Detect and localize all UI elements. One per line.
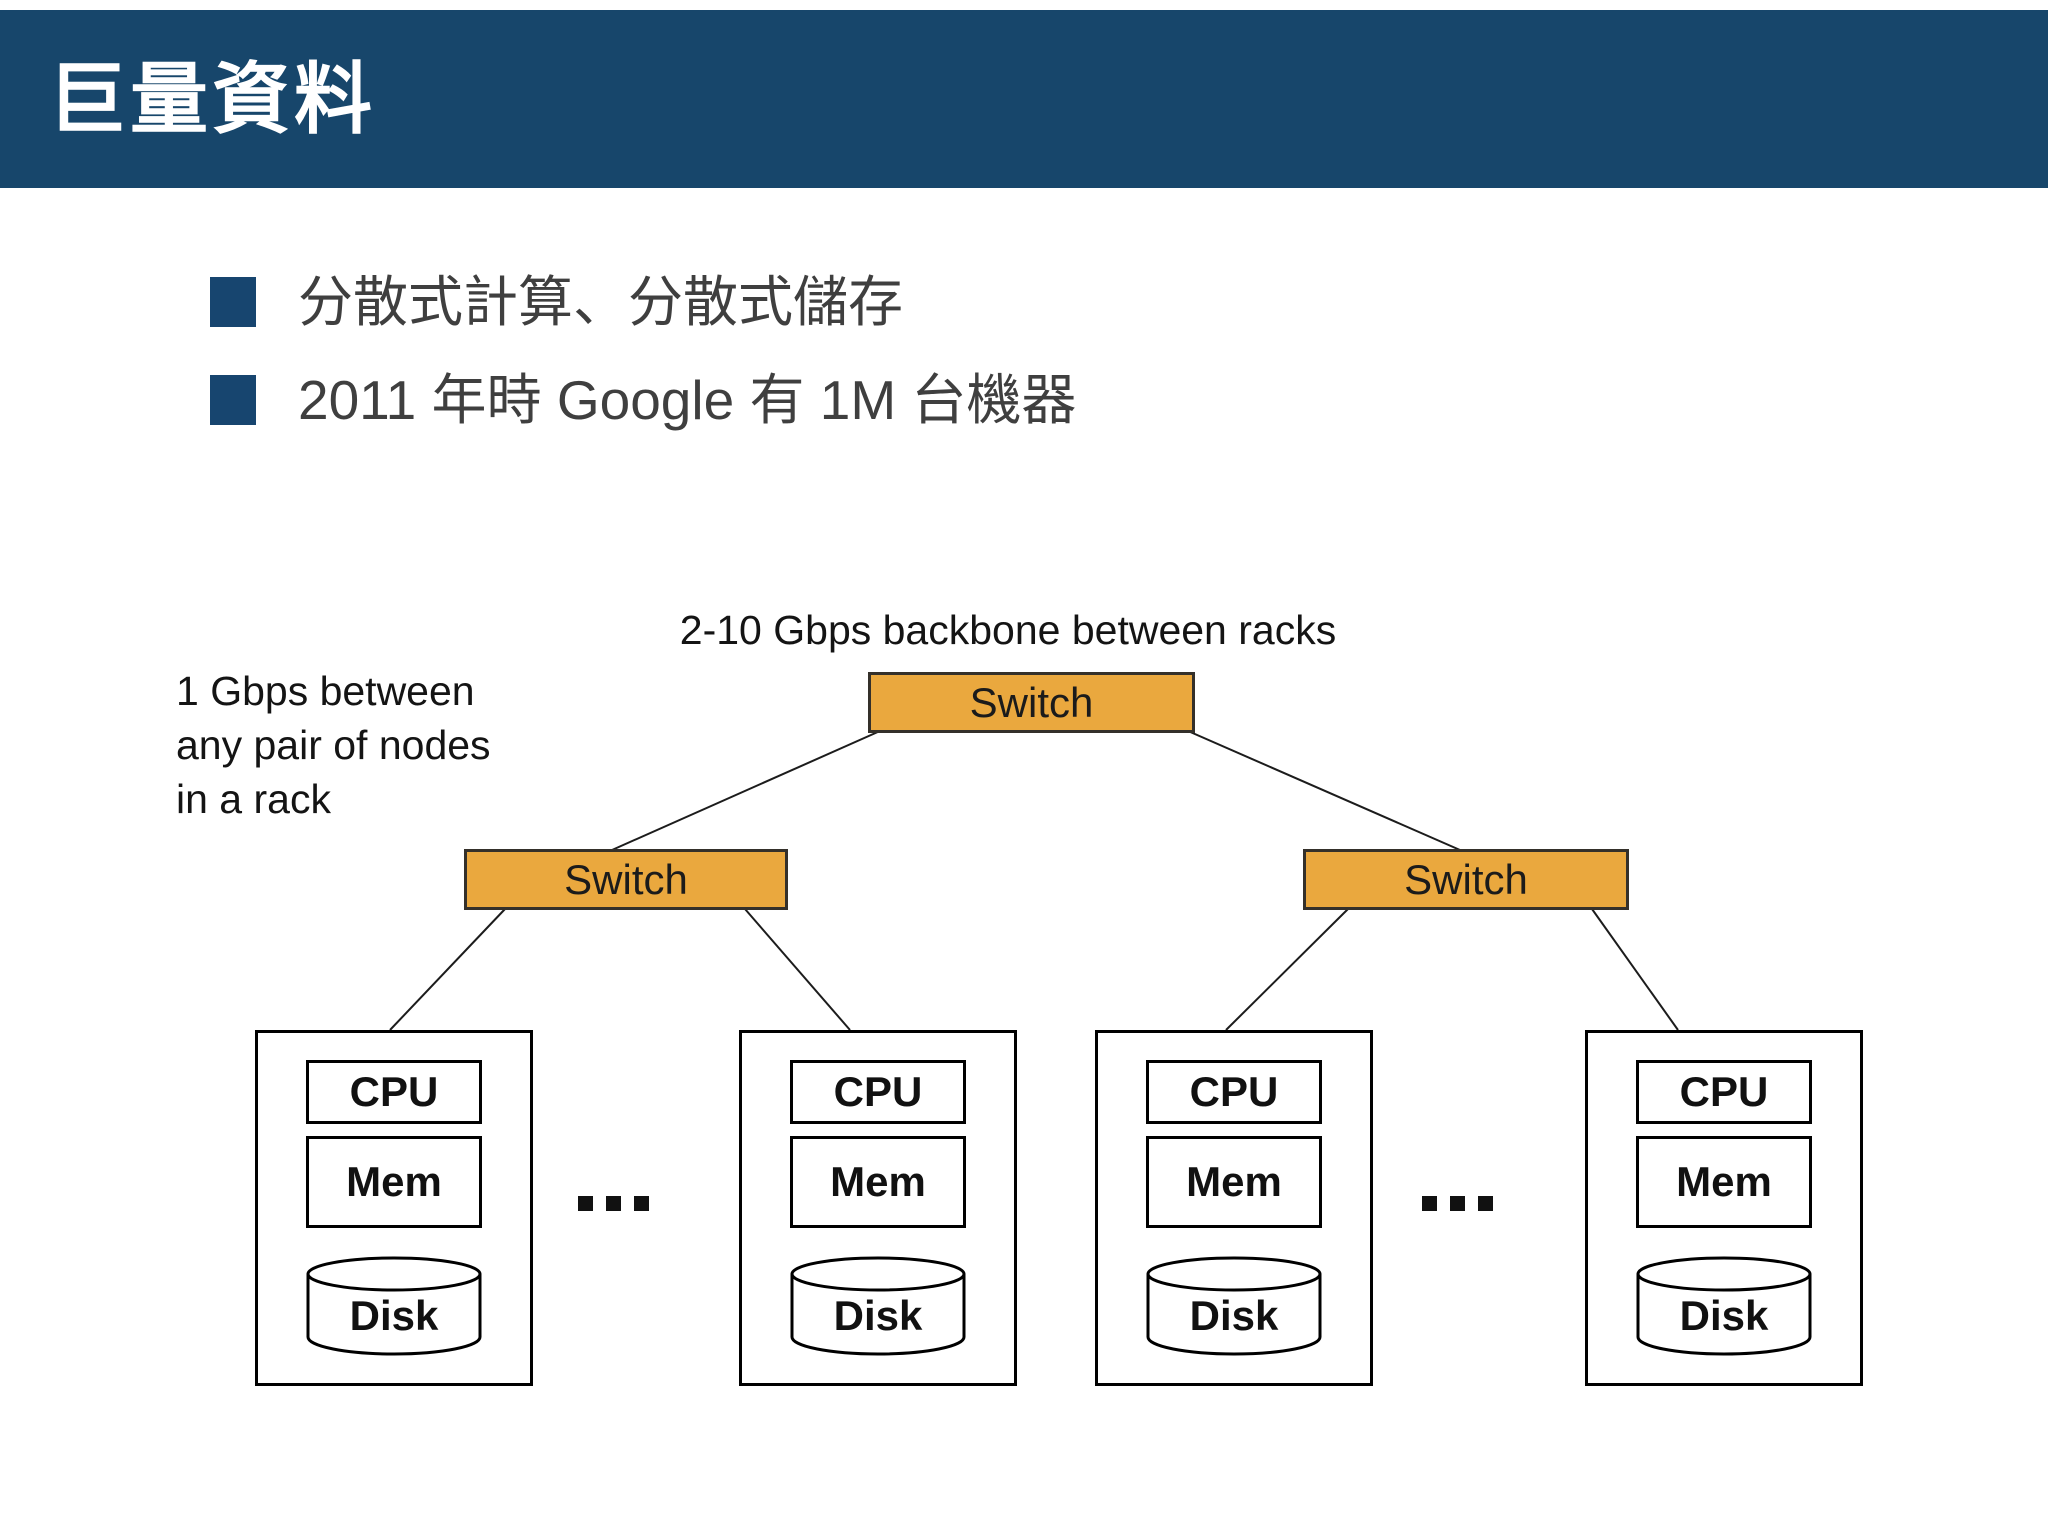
cylinder-shape bbox=[1636, 1256, 1812, 1356]
backbone-bandwidth-label: 2-10 Gbps backbone between racks bbox=[679, 607, 1337, 653]
disk-cylinder: Disk bbox=[1635, 1255, 1813, 1357]
rack-bandwidth-label: 1 Gbps between any pair of nodes in a ra… bbox=[176, 664, 491, 826]
cpu-box: CPU bbox=[1146, 1060, 1322, 1124]
bullet-square-icon bbox=[210, 277, 256, 327]
disk-cylinder: Disk bbox=[305, 1255, 483, 1357]
mem-box: Mem bbox=[1636, 1136, 1812, 1228]
rack: CPU Mem Disk bbox=[255, 1030, 533, 1386]
disk-cylinder: Disk bbox=[789, 1255, 967, 1357]
cpu-box: CPU bbox=[1636, 1060, 1812, 1124]
mem-box: Mem bbox=[306, 1136, 482, 1228]
rack-bandwidth-label-line: any pair of nodes bbox=[176, 722, 491, 768]
connector-line bbox=[744, 908, 851, 1031]
mem-box: Mem bbox=[790, 1136, 966, 1228]
bullet-item: 2011 年時 Google 有 1M 台機器 bbox=[210, 372, 1076, 428]
disk-label: Disk bbox=[349, 1292, 439, 1339]
header-bar: 巨量資料 bbox=[0, 10, 2048, 188]
more-racks-ellipsis bbox=[578, 1196, 649, 1211]
rack-bandwidth-label-line: 1 Gbps between bbox=[176, 668, 475, 714]
disk-label: Disk bbox=[833, 1292, 923, 1339]
rack: CPU Mem Disk bbox=[739, 1030, 1017, 1386]
more-racks-ellipsis bbox=[1422, 1196, 1493, 1211]
connector-line bbox=[1225, 908, 1349, 1031]
bullet-square-icon bbox=[210, 375, 256, 425]
bullet-text: 分散式計算、分散式儲存 bbox=[298, 270, 904, 333]
bullet-item: 分散式計算、分散式儲存 bbox=[210, 274, 903, 330]
disk-label: Disk bbox=[1189, 1292, 1279, 1339]
bullet-text: 2011 年時 Google 有 1M 台機器 bbox=[298, 368, 1077, 431]
connector-line bbox=[1591, 908, 1679, 1031]
page-title: 巨量資料 bbox=[48, 55, 377, 143]
cpu-box: CPU bbox=[306, 1060, 482, 1124]
rack: CPU Mem Disk bbox=[1095, 1030, 1373, 1386]
cylinder-shape bbox=[1146, 1256, 1322, 1356]
mem-box: Mem bbox=[1146, 1136, 1322, 1228]
switch-right: Switch bbox=[1303, 849, 1629, 910]
disk-cylinder: Disk bbox=[1145, 1255, 1323, 1357]
rack: CPU Mem Disk bbox=[1585, 1030, 1863, 1386]
switch-left: Switch bbox=[464, 849, 788, 910]
switch-top: Switch bbox=[868, 672, 1195, 733]
disk-label: Disk bbox=[1679, 1292, 1769, 1339]
cpu-box: CPU bbox=[790, 1060, 966, 1124]
cylinder-shape bbox=[306, 1256, 482, 1356]
rack-bandwidth-label-line: in a rack bbox=[176, 776, 331, 822]
connector-line bbox=[389, 908, 506, 1031]
connector-line bbox=[611, 730, 881, 851]
connector-line bbox=[1187, 730, 1461, 851]
cylinder-shape bbox=[790, 1256, 966, 1356]
